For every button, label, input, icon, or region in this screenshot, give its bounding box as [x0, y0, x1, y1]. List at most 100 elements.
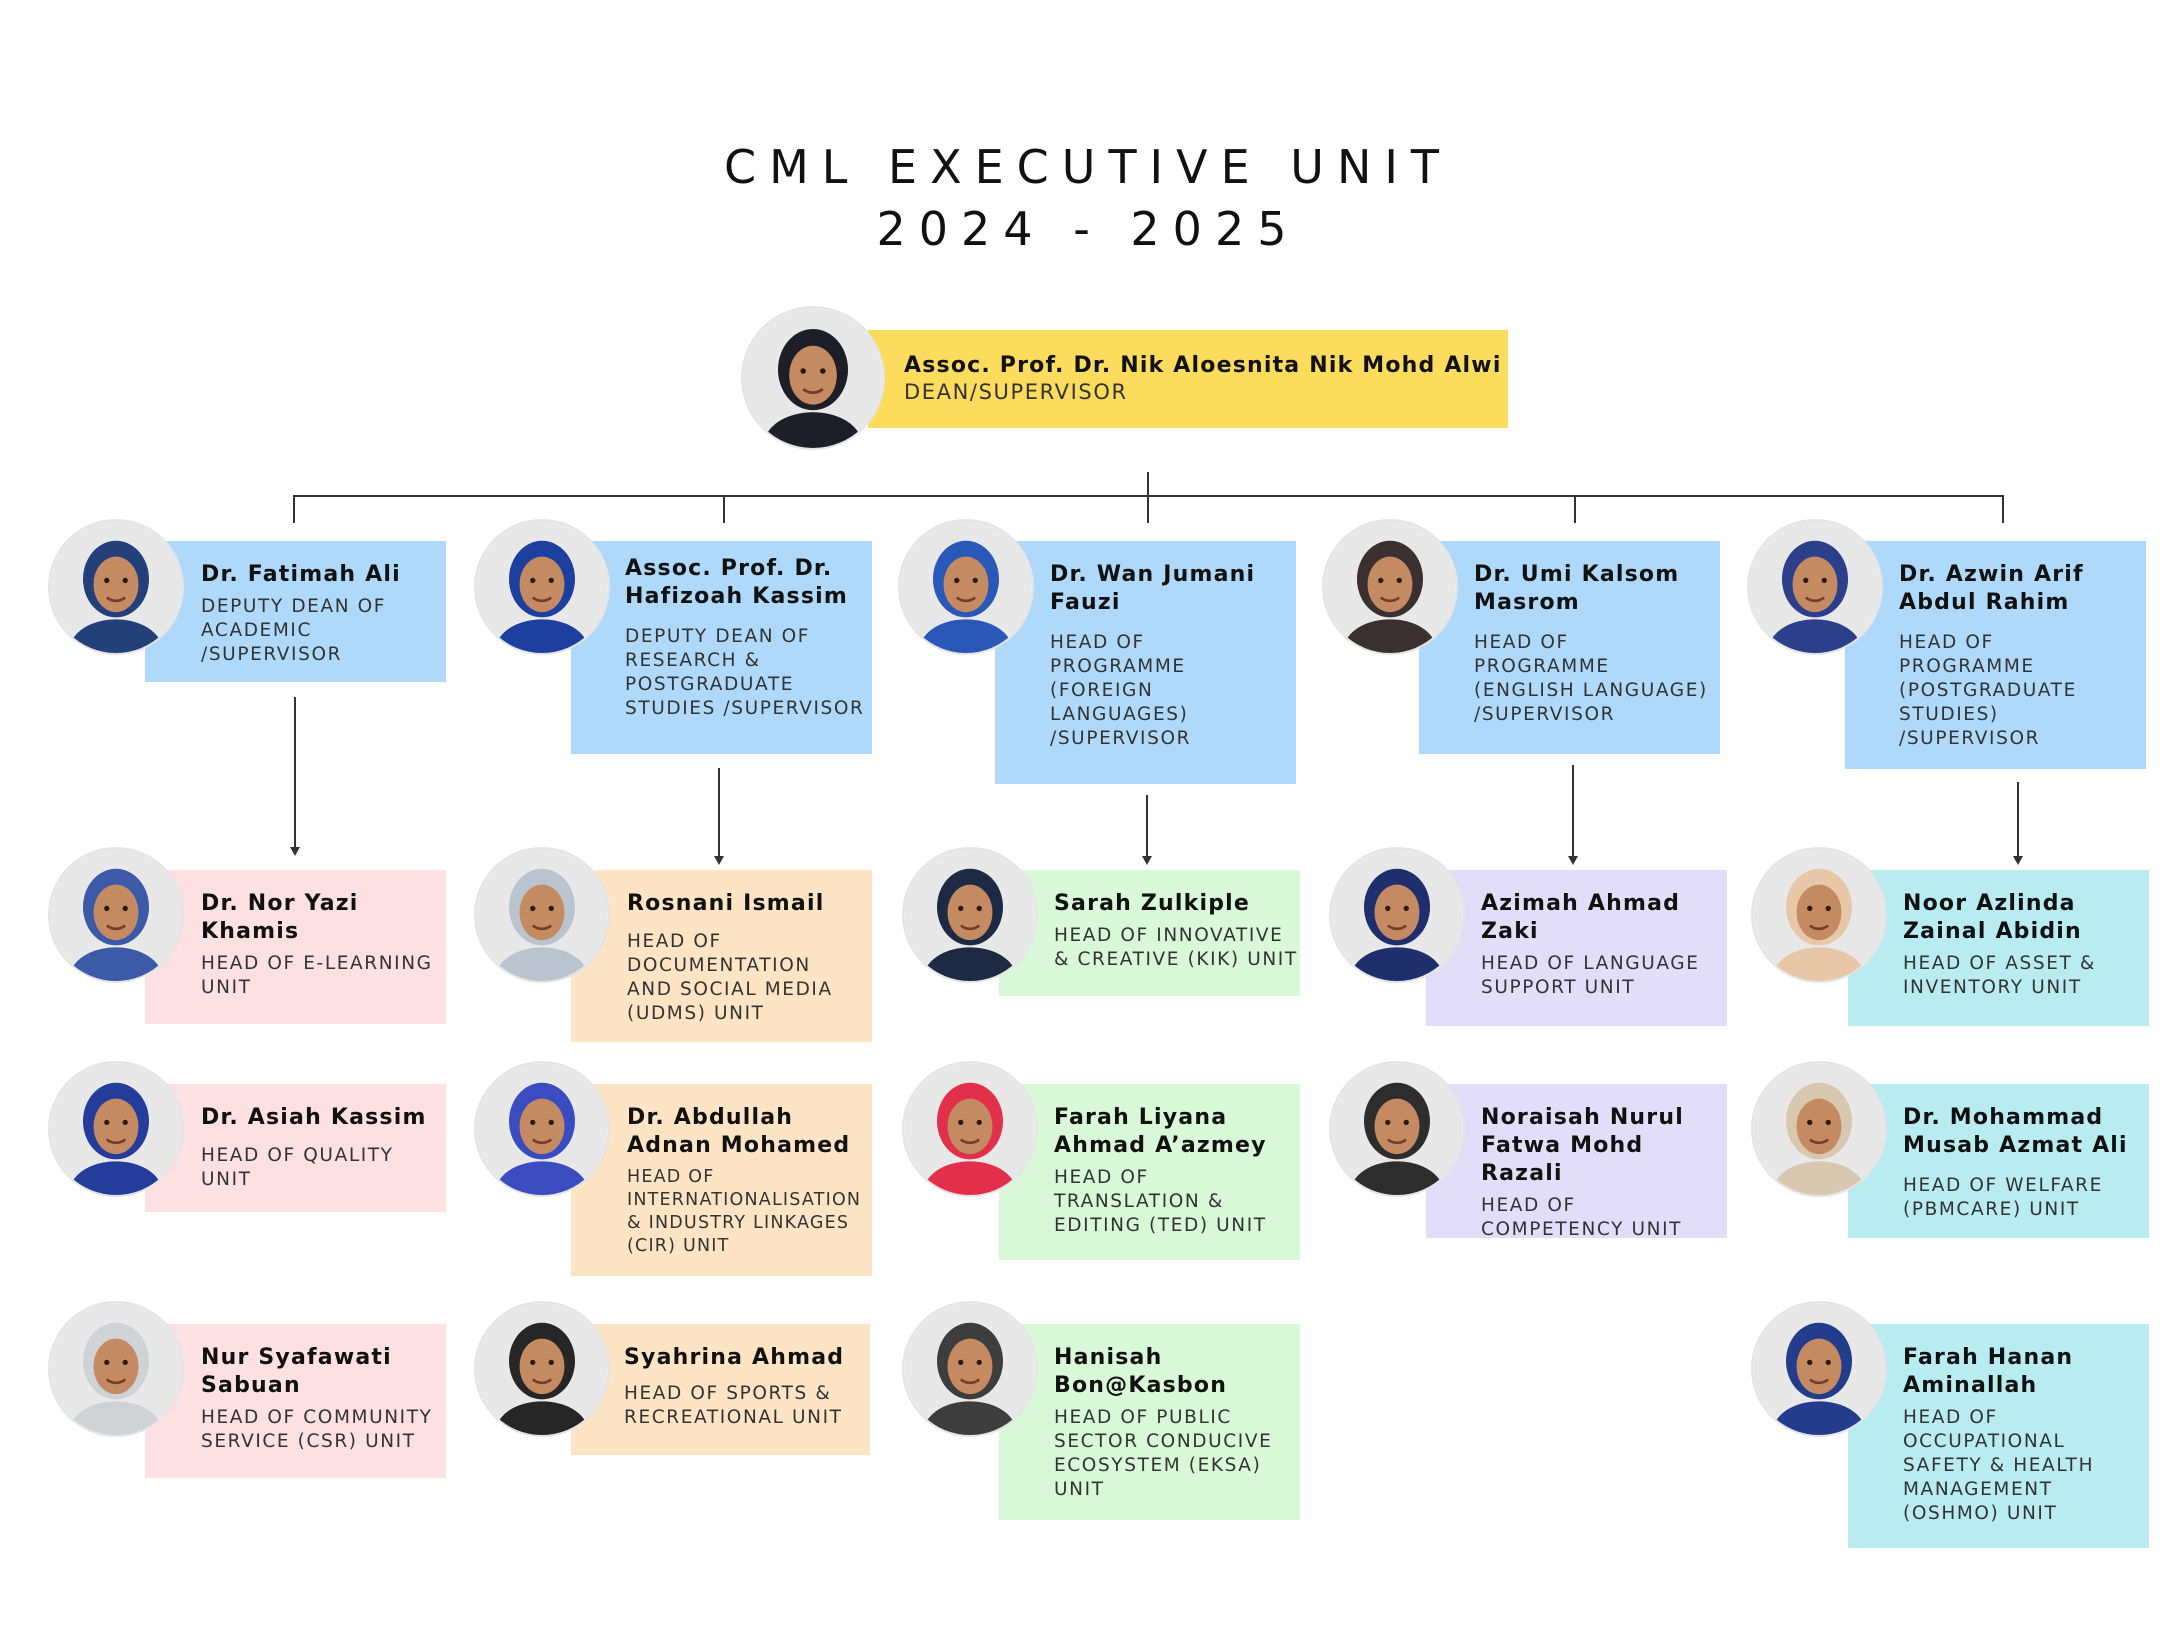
unit-name-3-1: Sarah Zulkiple	[1054, 891, 1251, 916]
supervisor-card-2: Assoc. Prof. Dr. Hafizoah Kassim DEPUTY …	[571, 541, 872, 754]
unit-role-5-3: HEAD OF OCCUPATIONAL SAFETY & HEALTH MAN…	[1903, 1407, 2095, 1524]
unit-avatar-4-2	[1331, 1063, 1463, 1195]
portrait-icon	[50, 1063, 182, 1195]
unit-avatar-3-2	[904, 1063, 1036, 1195]
unit-name-1-3: Nur Syafawati Sabuan	[201, 1345, 392, 1398]
portrait-icon	[1324, 521, 1456, 653]
arrow-head-3	[1142, 856, 1152, 865]
portrait-icon	[50, 849, 182, 981]
portrait-icon	[50, 1303, 182, 1435]
supervisor-role-1: DEPUTY DEAN OF ACADEMIC /SUPERVISOR	[201, 596, 387, 665]
supervisor-name-4: Dr. Umi Kalsom Masrom	[1474, 562, 1680, 615]
arrow-line-2	[718, 768, 720, 857]
supervisor-name-3: Dr. Wan Jumani Fauzi	[1050, 562, 1256, 615]
unit-name-1-1: Dr. Nor Yazi Khamis	[201, 891, 359, 944]
portrait-icon	[1753, 1063, 1885, 1195]
unit-role-3-3: HEAD OF PUBLIC SECTOR CONDUCIVE ECOSYSTE…	[1054, 1407, 1273, 1500]
supervisor-role-3: HEAD OF PROGRAMME (FOREIGN LANGUAGES) /S…	[1050, 632, 1192, 749]
unit-name-5-2: Dr. Mohammad Musab Azmat Ali	[1903, 1105, 2128, 1158]
unit-card-4-1: Azimah Ahmad Zaki HEAD OF LANGUAGE SUPPO…	[1426, 870, 1727, 1026]
supervisor-card-1: Dr. Fatimah Ali DEPUTY DEAN OF ACADEMIC …	[145, 541, 446, 682]
supervisor-avatar-3	[900, 521, 1032, 653]
portrait-icon	[1331, 849, 1463, 981]
unit-name-2-2: Dr. Abdullah Adnan Mohamed	[627, 1105, 851, 1158]
branch-drop-5	[2002, 495, 2004, 523]
supervisor-card-3: Dr. Wan Jumani Fauzi HEAD OF PROGRAMME (…	[995, 541, 1296, 784]
unit-avatar-5-3	[1753, 1303, 1885, 1435]
unit-role-2-2: HEAD OF INTERNATIONALISATION & INDUSTRY …	[627, 1167, 862, 1256]
branch-drop-2	[723, 495, 725, 523]
arrow-line-5	[2017, 782, 2019, 857]
chart-title-line2: 2024 - 2025	[876, 202, 1300, 256]
unit-role-1-1: HEAD OF E-LEARNING UNIT	[201, 953, 433, 998]
unit-avatar-5-2	[1753, 1063, 1885, 1195]
dean-connector	[1147, 472, 1149, 497]
unit-avatar-2-2	[476, 1063, 608, 1195]
arrow-head-1	[290, 847, 300, 856]
portrait-icon	[904, 1063, 1036, 1195]
portrait-icon	[476, 521, 608, 653]
unit-avatar-5-1	[1753, 849, 1885, 981]
unit-name-2-1: Rosnani Ismail	[627, 891, 825, 916]
unit-role-5-2: HEAD OF WELFARE (PBMCARE) UNIT	[1903, 1175, 2103, 1220]
unit-role-4-1: HEAD OF LANGUAGE SUPPORT UNIT	[1481, 953, 1700, 998]
supervisor-card-4: Dr. Umi Kalsom Masrom HEAD OF PROGRAMME …	[1419, 541, 1720, 754]
arrow-head-5	[2013, 856, 2023, 865]
arrow-line-3	[1146, 795, 1148, 857]
unit-name-3-3: Hanisah Bon@Kasbon	[1054, 1345, 1228, 1398]
unit-role-1-2: HEAD OF QUALITY UNIT	[201, 1145, 394, 1190]
unit-card-3-3: Hanisah Bon@Kasbon HEAD OF PUBLIC SECTOR…	[999, 1324, 1300, 1520]
unit-name-5-1: Noor Azlinda Zainal Abidin	[1903, 891, 2082, 944]
supervisor-avatar-1	[50, 521, 182, 653]
portrait-icon	[476, 849, 608, 981]
unit-avatar-2-3	[476, 1303, 608, 1435]
portrait-icon	[743, 308, 883, 448]
unit-card-5-3: Farah Hanan Aminallah HEAD OF OCCUPATION…	[1848, 1324, 2149, 1548]
arrow-head-4	[1568, 856, 1578, 865]
portrait-icon	[476, 1303, 608, 1435]
branch-drop-4	[1574, 495, 1576, 523]
supervisor-avatar-5	[1749, 521, 1881, 653]
unit-card-4-2: Noraisah Nurul Fatwa Mohd Razali HEAD OF…	[1426, 1084, 1727, 1240]
portrait-icon	[1753, 1303, 1885, 1435]
supervisor-name-5: Dr. Azwin Arif Abdul Rahim	[1899, 562, 2084, 615]
unit-avatar-1-2	[50, 1063, 182, 1195]
portrait-icon	[904, 1303, 1036, 1435]
arrow-line-1	[294, 697, 296, 848]
supervisor-avatar-2	[476, 521, 608, 653]
dean-avatar	[743, 308, 883, 448]
dean-card: Assoc. Prof. Dr. Nik Aloesnita Nik Mohd …	[868, 330, 1508, 428]
unit-name-2-3: Syahrina Ahmad	[624, 1345, 845, 1370]
chart-title-line1: CML EXECUTIVE UNIT	[723, 140, 1453, 194]
unit-avatar-2-1	[476, 849, 608, 981]
arrow-line-4	[1572, 765, 1574, 857]
unit-card-2-1: Rosnani Ismail HEAD OF DOCUMENTATION AND…	[571, 870, 872, 1042]
unit-role-5-1: HEAD OF ASSET & INVENTORY UNIT	[1903, 953, 2096, 998]
branch-drop-1	[293, 495, 295, 523]
supervisor-card-5: Dr. Azwin Arif Abdul Rahim HEAD OF PROGR…	[1845, 541, 2146, 769]
unit-role-1-3: HEAD OF COMMUNITY SERVICE (CSR) UNIT	[201, 1407, 433, 1452]
unit-card-1-3: Nur Syafawati Sabuan HEAD OF COMMUNITY S…	[145, 1324, 446, 1478]
unit-card-3-1: Sarah Zulkiple HEAD OF INNOVATIVE & CREA…	[999, 870, 1300, 996]
unit-card-3-2: Farah Liyana Ahmad A’azmey HEAD OF TRANS…	[999, 1084, 1300, 1260]
unit-card-1-2: Dr. Asiah Kassim HEAD OF QUALITY UNIT	[145, 1084, 446, 1212]
unit-card-2-3: Syahrina Ahmad HEAD OF SPORTS & RECREATI…	[571, 1324, 870, 1455]
unit-role-4-2: HEAD OF COMPETENCY UNIT	[1481, 1195, 1683, 1240]
unit-role-2-3: HEAD OF SPORTS & RECREATIONAL UNIT	[624, 1383, 843, 1428]
supervisor-avatar-4	[1324, 521, 1456, 653]
unit-avatar-3-1	[904, 849, 1036, 981]
unit-avatar-1-3	[50, 1303, 182, 1435]
arrow-head-2	[714, 856, 724, 865]
portrait-icon	[1331, 1063, 1463, 1195]
branch-drop-3	[1147, 495, 1149, 523]
portrait-icon	[476, 1063, 608, 1195]
unit-avatar-1-1	[50, 849, 182, 981]
unit-name-4-1: Azimah Ahmad Zaki	[1481, 891, 1681, 944]
supervisor-name-2: Assoc. Prof. Dr. Hafizoah Kassim	[625, 556, 849, 609]
unit-card-5-1: Noor Azlinda Zainal Abidin HEAD OF ASSET…	[1848, 870, 2149, 1026]
unit-name-3-2: Farah Liyana Ahmad A’azmey	[1054, 1105, 1267, 1158]
unit-name-5-3: Farah Hanan Aminallah	[1903, 1345, 2074, 1398]
supervisor-role-2: DEPUTY DEAN OF RESEARCH & POSTGRADUATE S…	[625, 626, 865, 719]
unit-name-1-2: Dr. Asiah Kassim	[201, 1105, 427, 1130]
unit-card-2-2: Dr. Abdullah Adnan Mohamed HEAD OF INTER…	[571, 1084, 872, 1276]
